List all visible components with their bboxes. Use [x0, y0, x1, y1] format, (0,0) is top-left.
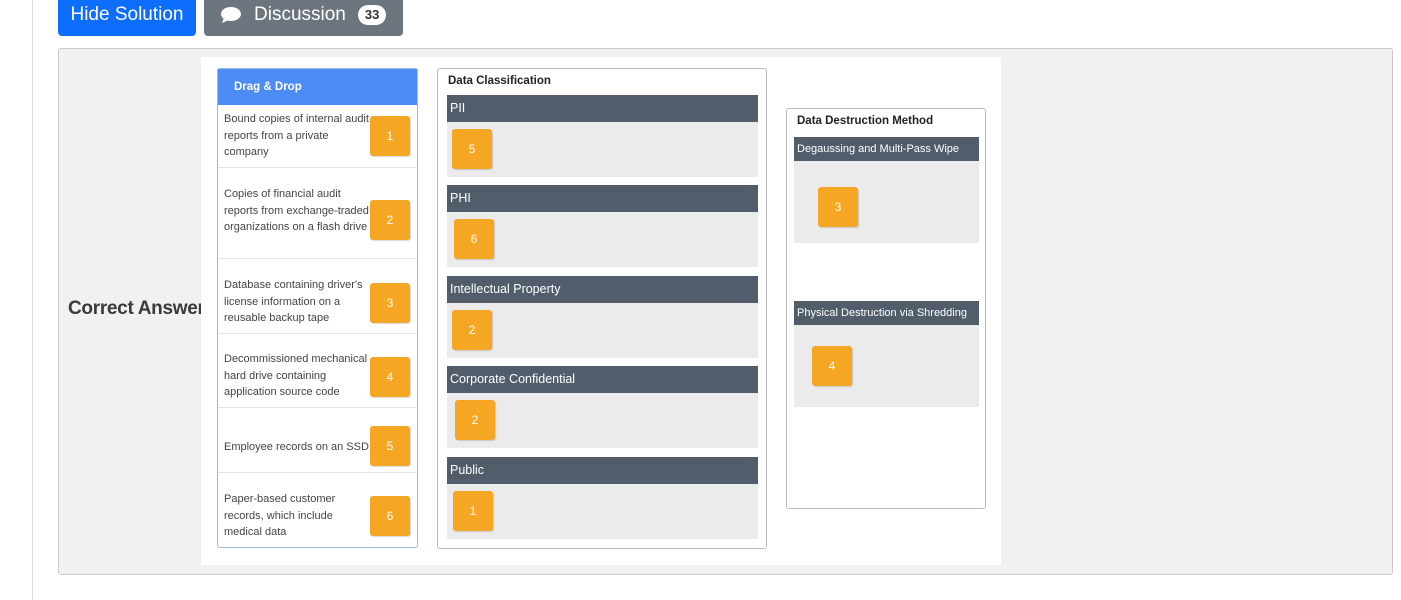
drag-item-number: 6	[370, 496, 410, 536]
drag-item-number: 3	[370, 283, 410, 323]
hide-solution-button[interactable]: Hide Solution	[58, 0, 196, 36]
data-classification-panel: Data Classification PII 5 PHI 6 Intellec…	[437, 68, 767, 549]
classification-zone: Intellectual Property 2	[447, 276, 758, 358]
drag-item-number: 4	[370, 357, 410, 397]
zone-tile: 4	[812, 346, 852, 386]
destruction-zone: Physical Destruction via Shredding 4	[794, 301, 979, 407]
drag-item: Database containing driver's license inf…	[218, 258, 417, 333]
zone-tile: 3	[818, 187, 858, 227]
drag-drop-panel: Drag & Drop Bound copies of internal aud…	[217, 68, 418, 548]
zone-tile: 2	[452, 310, 492, 350]
drag-item: Employee records on an SSD 5	[218, 407, 417, 472]
classification-zone: PII 5	[447, 95, 758, 177]
drag-item-number: 5	[370, 426, 410, 466]
destruction-zone: Degaussing and Multi-Pass Wipe 3	[794, 137, 979, 243]
zone-label: Intellectual Property	[447, 276, 758, 303]
zone-label: PII	[447, 95, 758, 122]
zone-label: Public	[447, 457, 758, 484]
discussion-count-badge: 33	[357, 5, 387, 25]
drag-item-text: Copies of financial audit reports from e…	[224, 188, 369, 233]
classification-zone: Corporate Confidential 2	[447, 366, 758, 448]
classification-zone: Public 1	[447, 457, 758, 539]
drag-item: Decommissioned mechanical hard drive con…	[218, 333, 417, 407]
hide-solution-label: Hide Solution	[70, 4, 184, 25]
discussion-label: Discussion	[254, 4, 346, 25]
drag-item: Copies of financial audit reports from e…	[218, 167, 417, 258]
drag-item-number: 1	[370, 116, 410, 156]
destruction-title: Data Destruction Method	[797, 115, 934, 127]
zone-label: Degaussing and Multi-Pass Wipe	[794, 137, 979, 161]
drag-item: Bound copies of internal audit reports f…	[218, 105, 417, 167]
classification-title: Data Classification	[448, 75, 551, 87]
drag-drop-title: Drag & Drop	[218, 69, 417, 105]
correct-answer-label: Correct Answer:	[68, 298, 211, 319]
zone-tile: 1	[453, 491, 493, 531]
zone-tile: 6	[454, 219, 494, 259]
data-destruction-panel: Data Destruction Method Degaussing and M…	[786, 108, 986, 509]
zone-label: PHI	[447, 185, 758, 212]
classification-zone: PHI 6	[447, 185, 758, 267]
drag-item-text: Paper-based customer records, which incl…	[224, 493, 336, 538]
drag-item-text: Decommissioned mechanical hard drive con…	[224, 353, 368, 398]
zone-tile: 5	[452, 129, 492, 169]
zone-label: Corporate Confidential	[447, 366, 758, 393]
drag-item-text: Bound copies of internal audit reports f…	[224, 113, 369, 158]
drag-item-text: Database containing driver's license inf…	[224, 279, 363, 324]
answer-diagram: Drag & Drop Bound copies of internal aud…	[201, 57, 1001, 565]
discussion-button[interactable]: Discussion 33	[204, 0, 403, 36]
chat-bubble-icon	[221, 7, 241, 23]
zone-label: Physical Destruction via Shredding	[794, 301, 979, 325]
drag-item: Paper-based customer records, which incl…	[218, 472, 417, 547]
left-divider	[32, 0, 33, 600]
drag-item-number: 2	[370, 200, 410, 240]
zone-tile: 2	[455, 400, 495, 440]
drag-item-text: Employee records on an SSD	[224, 441, 369, 453]
